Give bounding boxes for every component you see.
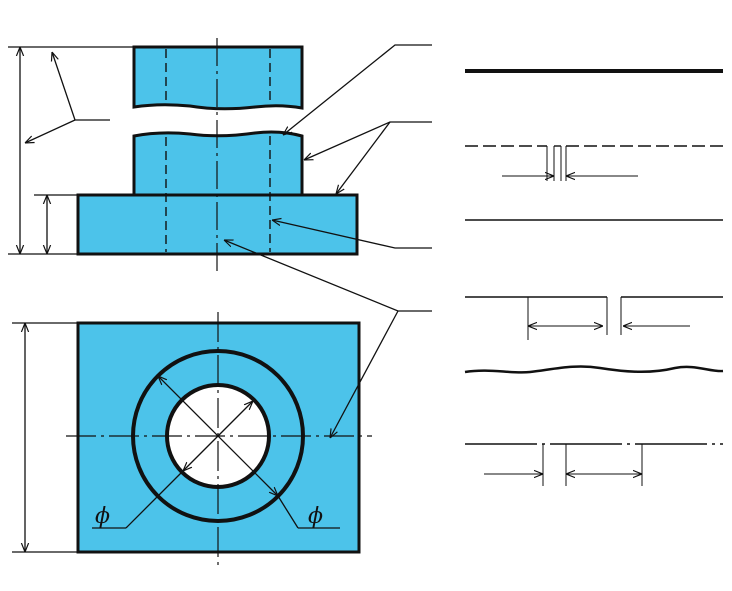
- shaft-upper-part: [132, 45, 304, 111]
- legend-break-dimension-line: [465, 296, 723, 340]
- front-view: [8, 38, 359, 272]
- base-thickness-dimension: [34, 194, 78, 254]
- legend-freehand-line: [464, 365, 724, 374]
- height-dimension: [8, 46, 134, 255]
- diameter-symbol-inner: ϕ: [95, 504, 110, 529]
- shaft-lower-part: [132, 130, 304, 197]
- line-type-legend: [464, 69, 724, 486]
- outer-diameter-dimension: [158, 376, 340, 529]
- depth-dimension: [12, 322, 78, 553]
- diameter-symbol-outer: ϕ: [308, 504, 323, 529]
- hidden-lines: [165, 49, 271, 252]
- leader-lines: [25, 44, 432, 438]
- top-view: ϕ ϕ: [12, 312, 372, 565]
- legend-chain-line: [465, 443, 723, 486]
- legend-dashed-line: [465, 145, 723, 181]
